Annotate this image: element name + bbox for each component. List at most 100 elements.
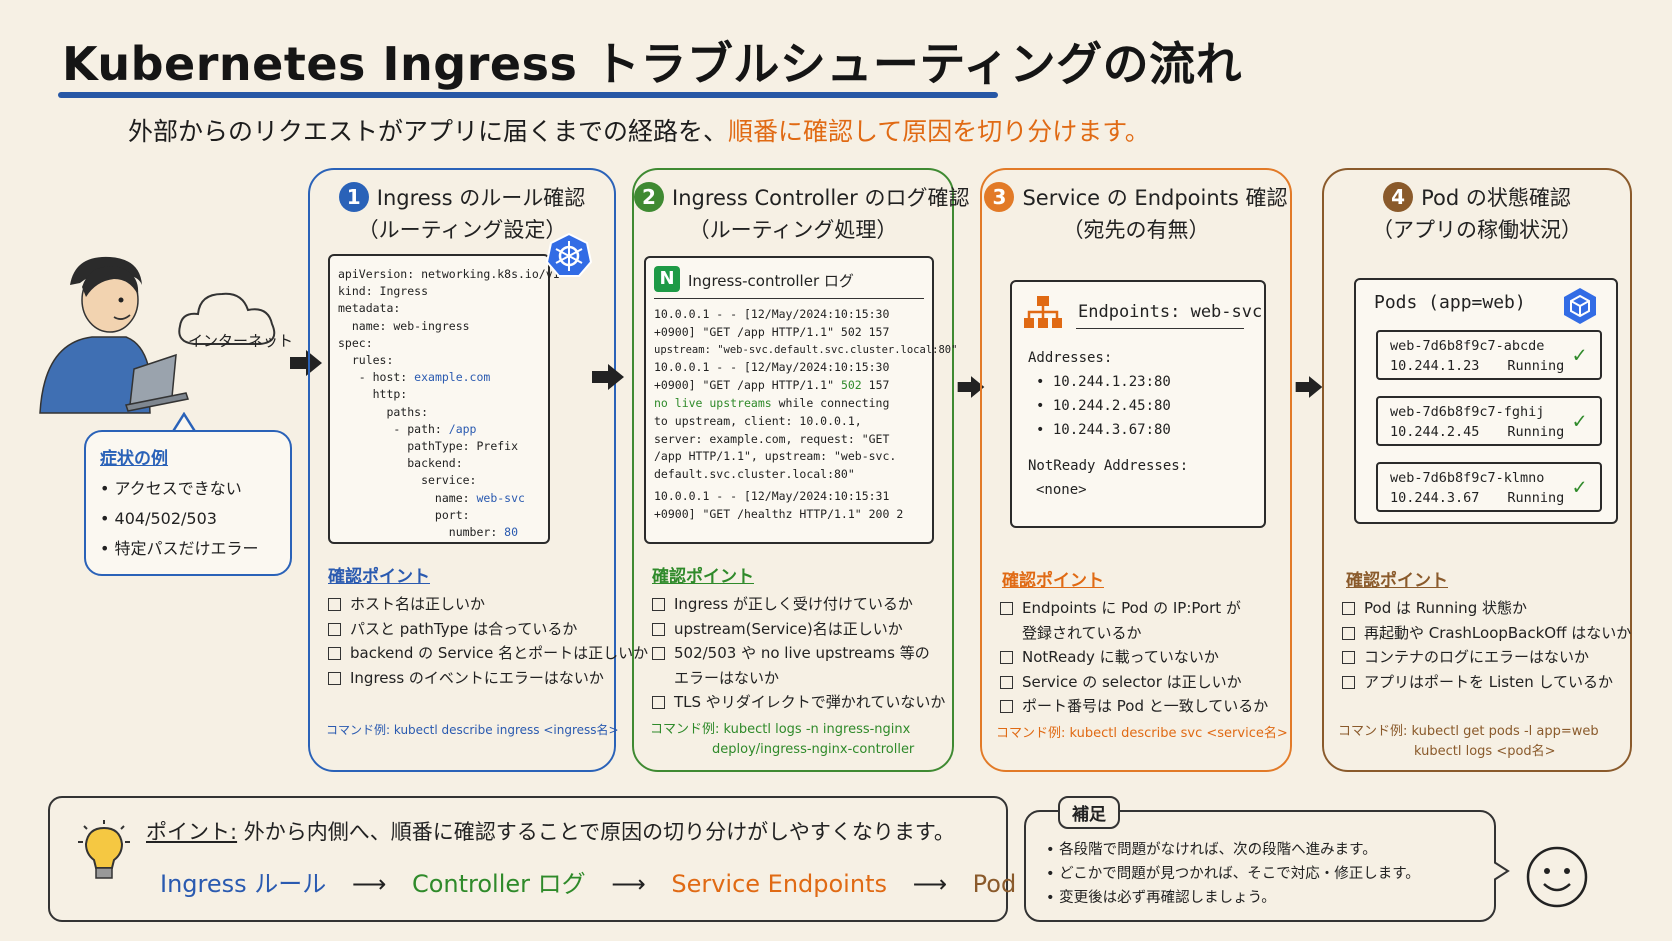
panel-heading: Service の Endpoints 確認 [1022,186,1288,210]
nginx-logo-icon: N [654,266,680,292]
panel-subheading: （アプリの稼働状況） [1372,218,1582,242]
pod-status: Running [1507,424,1565,440]
log-line: 10.0.0.1 - - [12/May/2024:10:15:30 [654,307,890,321]
symptom-item: • アクセスできない [100,479,242,498]
pod-ip: 10.244.1.23 [1390,358,1480,374]
code-line: backend: [338,456,463,471]
checklist-item: upstream(Service)名は正しいか [650,617,945,642]
flow-arrow-icon: ⟶ [912,870,948,898]
key-point-text: ポイント: 外から内側へ、順番に確認することで原因の切り分けがしやすくなります。 [146,816,955,846]
command-example: コマンド例: kubectl get pods -l app=web [1338,724,1599,739]
log-line: 10.0.0.1 - - [12/May/2024:10:15:31 [654,488,890,503]
code-line: paths: [338,404,429,419]
flow-arrow-icon: ⟶ [611,870,646,898]
symptom-item: • 特定パスだけエラー [100,539,259,558]
checklist: Endpoints に Pod の IP:Port が 登録されているか Not… [998,596,1268,719]
title-underline [58,92,998,98]
pod-ip: 10.244.3.67 [1390,490,1480,506]
checklist: Pod は Running 状態か 再起動や CrashLoopBackOff … [1340,596,1631,694]
page-subtitle: 外部からのリクエストがアプリに届くまでの経路を、順番に確認して原因を切り分けます… [128,112,1150,148]
note-title: 補足 [1058,796,1120,829]
checklist-item: NotReady に載っていないか [998,645,1268,670]
log-line: +0900] "GET /app HTTP/1.1" 502 157 [654,324,890,339]
pod-name: web-7d6b8f9c7-abcde [1390,338,1545,354]
code-line: spec: [338,335,373,350]
internet-label: インターネット [188,332,294,350]
checklist-item: ホスト名は正しいか [326,592,648,617]
address-item: • 10.244.1.23:80 [1036,374,1171,390]
code-key: - host: [338,370,415,385]
log-line: no live upstreams while connecting [654,395,957,413]
address-item: • 10.244.2.45:80 [1036,398,1171,414]
symptoms-callout: 症状の例 • アクセスできない • 404/502/503 • 特定パスだけエラ… [84,430,292,576]
endpoints-header-divider [1076,328,1244,329]
checklist-item: 再起動や CrashLoopBackOff はないか [1340,621,1631,646]
checklist-item: パスと pathType は合っているか [326,617,648,642]
step-number-badge: 1 [338,182,369,212]
code-line: metadata: [338,301,401,316]
checklist-item: backend の Service 名とポートは正しいか [326,641,648,666]
callout-pointer [170,412,198,434]
checklist-title: 確認ポイント [652,567,754,587]
checklist-title: 確認ポイント [1346,571,1448,591]
code-value: 80 [504,525,519,540]
subtitle-lead: 外部からのリクエストがアプリに届くまでの経路を、 [128,117,729,146]
log-status-code: 502 [840,378,862,393]
code-line: name: web-ingress [338,318,470,333]
step-number-badge: 4 [1383,182,1414,212]
checklist-item-continuation: エラーはないか [674,668,780,687]
address-item: • 10.244.3.67:80 [1036,422,1171,438]
arrow-right-icon [290,350,322,376]
pod-ip: 10.244.2.45 [1390,424,1480,440]
page-title: Kubernetes Ingress トラブルシューティングの流れ [62,37,1243,91]
checklist-title: 確認ポイント [1002,571,1104,591]
kubernetes-logo-icon [546,232,592,277]
flow-step-pod: Pod [972,870,1017,898]
symptoms-title: 症状の例 [100,449,168,469]
checklist-item: Ingress のイベントにエラーはないか [326,666,648,691]
check-icon: ✓ [1572,409,1586,434]
flow-summary: Ingress ルール ⟶ Controller ログ ⟶ Service En… [160,864,1016,899]
code-line: name: web-svc [338,490,560,507]
pod-status: Running [1507,490,1565,506]
note-item: • 各段階で問題がなければ、次の段階へ進みます。 [1046,842,1377,858]
code-line: - host: example.com [338,369,560,386]
checklist-item: Service の selector は正しいか [998,670,1268,695]
command-example: コマンド例: kubectl describe ingress <ingress… [326,723,619,737]
note-item: • 変更後は必ず再確認しましょう。 [1046,890,1276,906]
panel-subheading: （ルーティング処理） [688,218,898,242]
addresses-label: Addresses: [1028,350,1113,366]
checklist-item: アプリはポートを Listen しているか [1340,670,1631,695]
check-icon: ✓ [1572,343,1586,368]
arrow-right-icon [957,376,985,398]
checklist-item: Ingress が正しく受け付けているか [650,592,945,617]
pods-box: Pods (app=web) web-7d6b8f9c7-abcde 10.24… [1354,278,1618,524]
endpoints-box: Endpoints: web-svc Addresses:• 10.244.1.… [1010,280,1266,528]
notready-label: NotReady Addresses: [1028,458,1189,474]
checklist: ホスト名は正しいか パスと pathType は合っているか backend の… [326,592,648,690]
lightbulb-icon [78,820,130,879]
command-example: コマンド例: kubectl logs -n ingress-nginx [650,722,911,737]
log-line: +0900] "GET /healthz HTTP/1.1" 200 2 [654,506,904,521]
checklist-item: 502/503 や no live upstreams 等の [650,641,945,666]
key-point-box: ポイント: 外から内側へ、順番に確認することで原因の切り分けがしやすくなります。… [48,796,1016,922]
log-line: upstream: "web-svc.default.svc.cluster.l… [654,343,958,356]
log-error-highlight: no live upstreams [654,395,772,410]
code-line: rules: [338,353,394,368]
log-header-divider [654,298,924,299]
controller-log-box: N Ingress-controller ログ 10.0.0.1 - - [12… [644,256,957,544]
controller-log: 10.0.0.1 - - [12/May/2024:10:15:30 +0900]… [654,306,957,524]
code-value: /app [448,421,477,436]
log-line: to upstream, client: 10.0.0.1, [654,413,862,428]
speech-pointer [1494,861,1510,881]
arrow-right-icon [1295,376,1323,398]
checklist-item-continuation: 登録されているか [1022,623,1142,642]
